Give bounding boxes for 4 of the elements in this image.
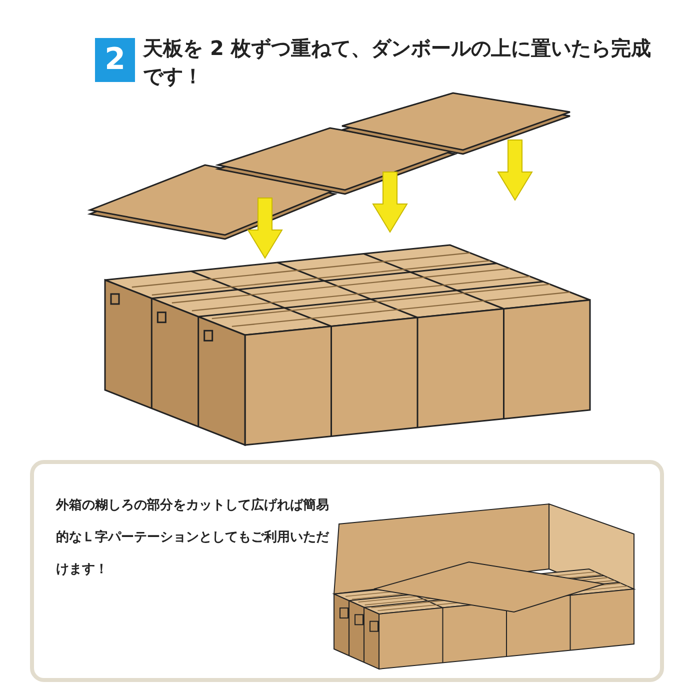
step-number: 2: [95, 38, 135, 82]
title-text: 天板を 2 枚ずつ重ねて、ダンボールの上に置いたら完成です！: [143, 35, 652, 90]
note-text: 外箱の糊しろの部分をカットして広げれば簡易的なＬ字パーテーションとしてもご利用いただけます！: [56, 496, 330, 579]
note-panel: [30, 460, 664, 682]
